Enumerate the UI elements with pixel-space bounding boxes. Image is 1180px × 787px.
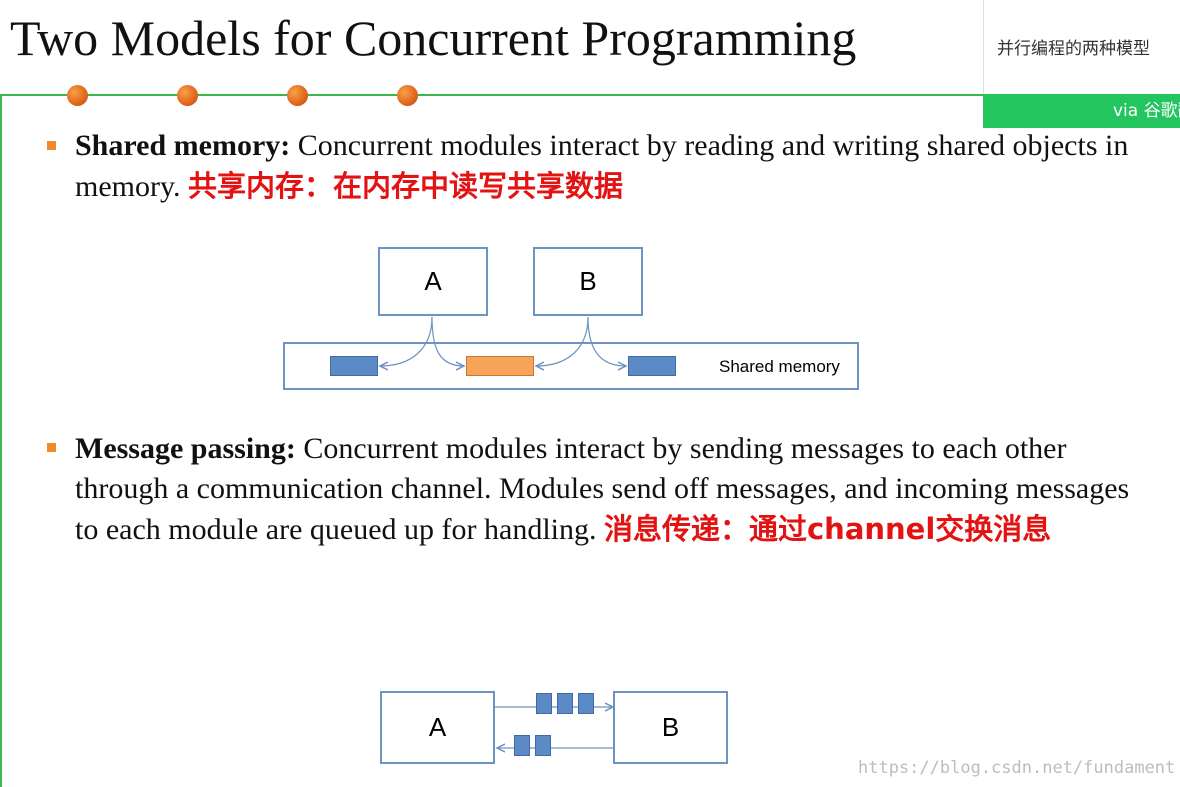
queued-message [578, 693, 594, 714]
slide-title: Two Models for Concurrent Programming [10, 10, 857, 66]
arrow-b-right [587, 316, 626, 366]
arrow-a-right [431, 316, 464, 366]
module-a-label: A [428, 712, 447, 742]
memory-object [330, 356, 378, 376]
module-a-label: A [424, 266, 442, 296]
queued-message [535, 735, 551, 756]
module-a-box: A [378, 247, 488, 316]
bullet-marker [47, 443, 56, 452]
module-b-label: B [579, 266, 597, 296]
decor-dot [397, 85, 418, 106]
bullet-text: Concurrent modules interact by reading a… [75, 129, 1129, 203]
queued-message [514, 735, 530, 756]
bullet-text: Concurrent modules interact by sending m… [75, 432, 1130, 546]
bullet-term: Shared memory: [75, 129, 291, 162]
module-b-box: B [613, 691, 728, 764]
arrow-b-left [536, 316, 589, 366]
bullet-marker [47, 141, 56, 150]
decor-dot [67, 85, 88, 106]
module-b-label: B [661, 712, 680, 742]
decor-dot [287, 85, 308, 106]
queued-message [536, 693, 552, 714]
module-a-box: A [380, 691, 495, 764]
queued-message [557, 693, 573, 714]
memory-object [628, 356, 676, 376]
bullet-note-cn: 共享内存：在内存中读写共享数据 [188, 169, 624, 203]
module-b-box: B [533, 247, 643, 316]
arrow-a-left [380, 316, 433, 366]
shared-memory-region [283, 342, 859, 390]
left-rule [0, 94, 2, 787]
bullet-term: Message passing: [75, 432, 296, 465]
bullet-note-cn: 消息传递：通过channel交换消息 [603, 512, 1052, 546]
side-panel [983, 0, 1180, 96]
via-banner[interactable]: via 谷歌翻 [983, 94, 1180, 128]
title-rule [0, 94, 983, 96]
side-subtitle: 并行编程的两种模型 [997, 39, 1150, 59]
bullet-shared-memory: Shared memory: Concurrent modules intera… [75, 126, 1135, 207]
bullet-message-passing: Message passing: Concurrent modules inte… [75, 429, 1155, 550]
decor-dot [177, 85, 198, 106]
source-watermark: https://blog.csdn.net/fundament [858, 758, 1176, 778]
shared-memory-object [466, 356, 534, 376]
shared-memory-label: Shared memory [719, 357, 840, 376]
